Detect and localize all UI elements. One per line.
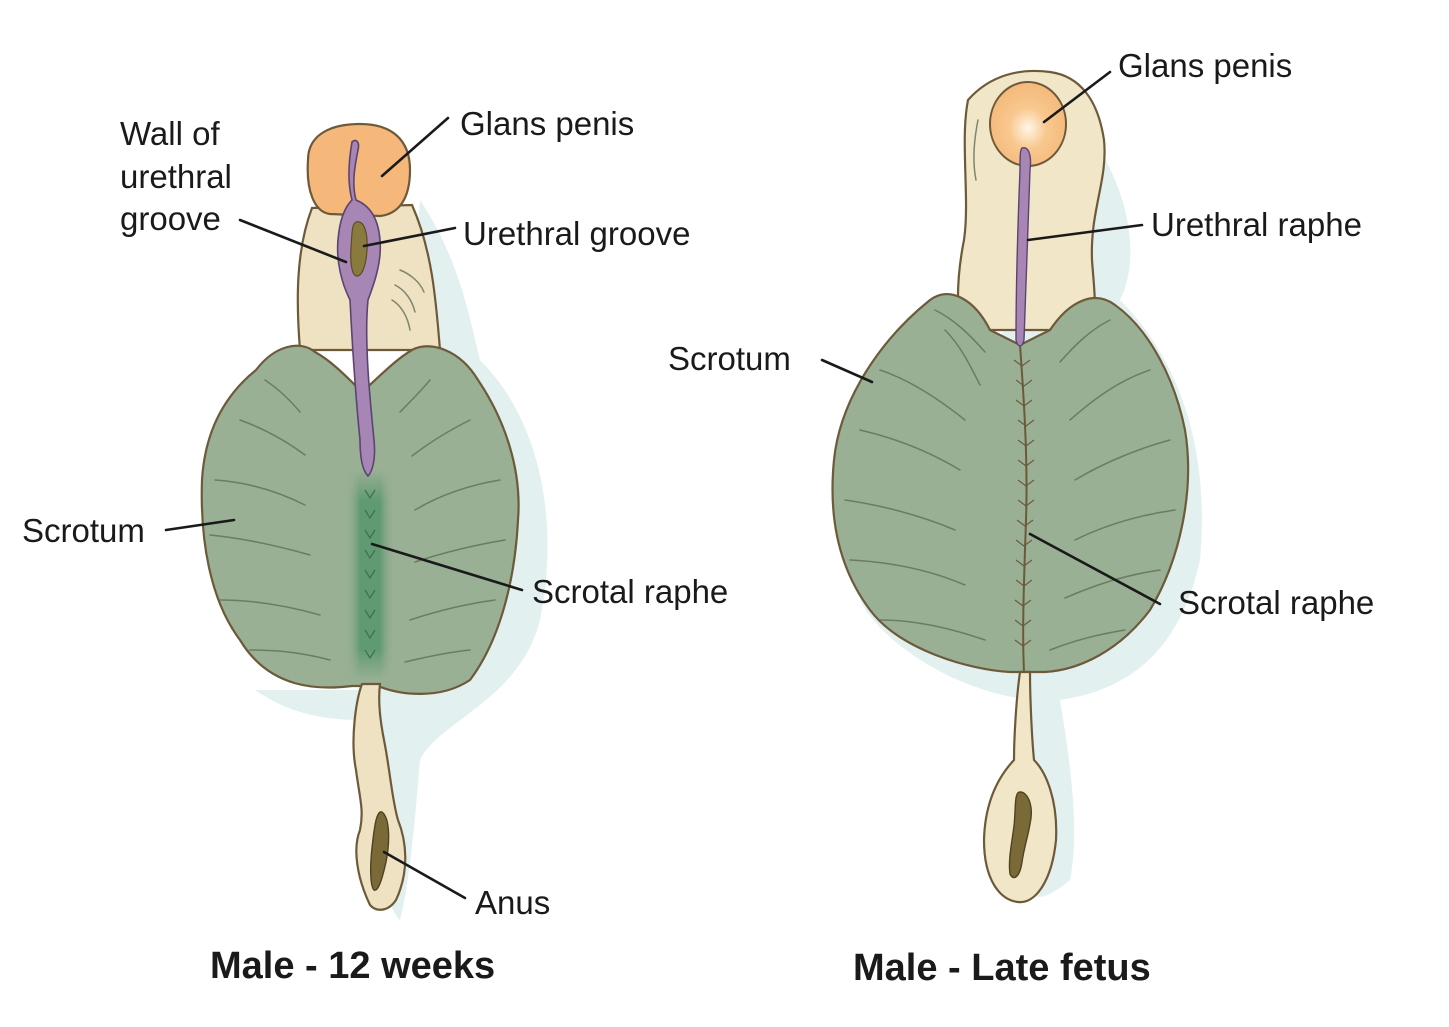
leader-raphe-late-fetus [1028,532,1162,606]
raphe-stitches-late-fetus [1013,359,1035,647]
leader-anus-12w [382,850,467,900]
glans-12w[interactable] [306,122,412,218]
raphe-stitches-12w [364,489,376,660]
label-anus: Anus [475,884,550,921]
scrotal-folds-late-fetus [844,309,1176,651]
leader-urethral-raphe [1026,223,1144,242]
label-scrotum-late-fetus: Scrotum [668,340,791,377]
urethral-raphe[interactable] [1015,147,1032,347]
leader-raphe-12w [370,542,524,592]
label-scrotal-raphe-late-fetus: Scrotal raphe [1178,584,1374,621]
label-urethral-groove: Urethral groove [463,215,690,252]
anus-late-fetus[interactable] [1008,791,1032,879]
label-scrotal-raphe-12w: Scrotal raphe [532,573,728,610]
leader-wall-12w [238,218,348,264]
urethral-groove-12w[interactable] [350,221,368,277]
caption-12-weeks: Male - 12 weeks [210,945,495,987]
perineum-late-fetus [982,670,1058,904]
leader-glans-12w [380,116,450,178]
leader-groove-12w [362,226,457,248]
label-wall-of-urethral-groove-line2: urethral [120,158,232,195]
leader-scrotum-12w [164,518,236,532]
label-wall-of-urethral-groove-line3: groove [120,200,221,237]
label-scrotum-12w: Scrotum [22,512,145,549]
caption-late-fetus: Male - Late fetus [853,947,1151,989]
scrotal-raphe-12w[interactable] [345,470,395,680]
label-glans-penis-12w: Glans penis [460,105,634,142]
urethral-groove-wall-12w[interactable] [336,139,382,478]
leader-scrotum-late-fetus [820,358,874,384]
leader-glans-late-fetus [1042,70,1112,124]
scrotum-late-fetus[interactable] [831,293,1190,674]
scrotal-raphe-late-fetus[interactable] [1019,344,1028,673]
figure-late-fetus: Glans penis Urethral raphe Scrotum Scrot… [668,47,1374,989]
anus-12w[interactable] [369,811,390,891]
figure-12-weeks: Wall of urethral groove Glans penis Uret… [22,105,728,987]
label-glans-penis-late-fetus: Glans penis [1118,47,1292,84]
label-wall-of-urethral-groove-line1: Wall of [120,115,220,152]
scrotal-folds-12w [209,379,506,663]
perineum-12w [352,682,407,911]
label-urethral-raphe: Urethral raphe [1151,206,1362,243]
